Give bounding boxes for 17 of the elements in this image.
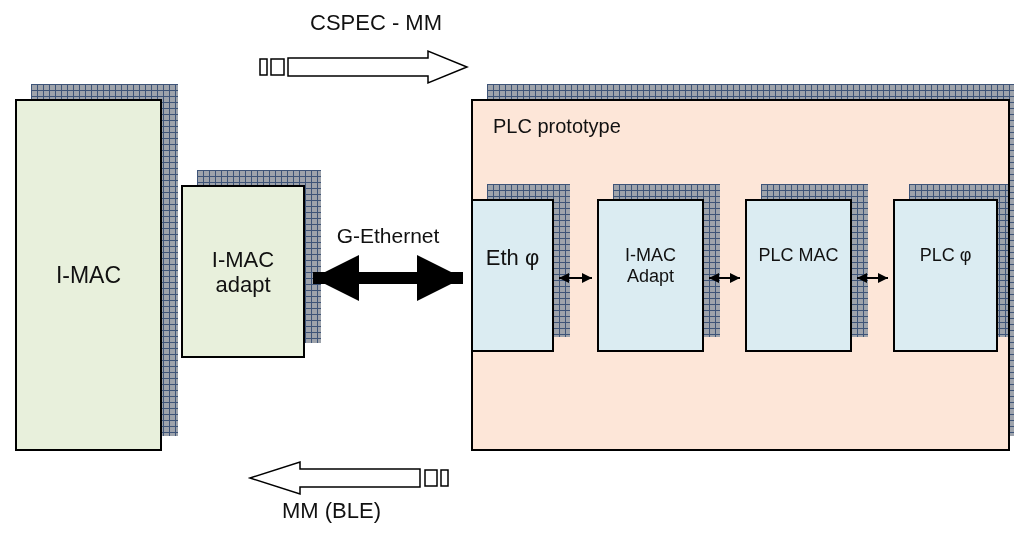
block-label: PLC φ	[918, 245, 973, 266]
block-box	[15, 99, 162, 451]
edge-label: G-Ethernet	[335, 224, 441, 248]
block-box	[597, 199, 704, 352]
block-label: PLC MAC	[757, 245, 840, 266]
block-box	[181, 185, 305, 358]
block-label: I-MAC	[54, 261, 123, 289]
flow-label: MM (BLE)	[282, 498, 381, 524]
flow-label: CSPEC - MM	[310, 10, 442, 36]
block-box	[745, 199, 852, 352]
container-title: PLC prototype	[493, 115, 622, 138]
block-box	[893, 199, 998, 352]
block-label: I-MAC adapt	[210, 246, 276, 297]
container-box	[471, 99, 1010, 451]
block-label: I-MAC Adapt	[624, 245, 677, 287]
block-box	[471, 199, 554, 352]
block-label: Eth φ	[484, 245, 541, 271]
